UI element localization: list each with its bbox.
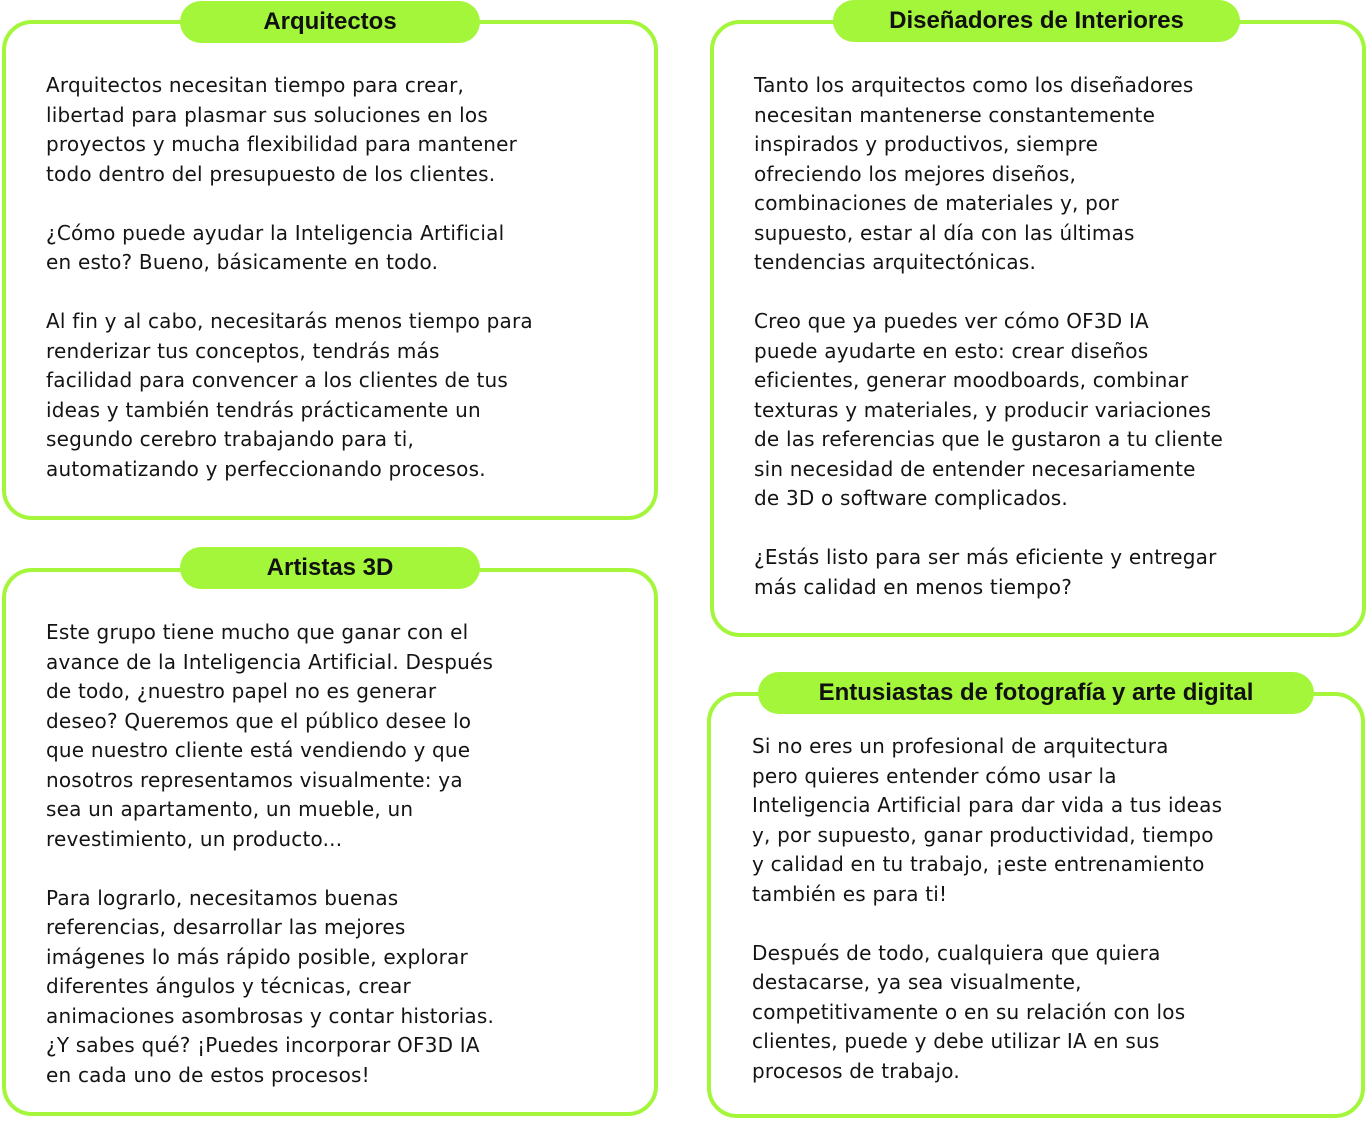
card-body-disenadores-interiores: Tanto los arquitectos como los diseñador…: [754, 71, 1354, 602]
card-title-disenadores-interiores: Diseñadores de Interiores: [833, 0, 1240, 42]
card-artistas-3d: [2, 568, 658, 1116]
paragraph: Para lograrlo, necesitamos buenas refere…: [46, 885, 495, 1087]
paragraph: Después de todo, cualquiera que quiera d…: [752, 940, 1186, 1083]
card-body-artistas-3d: Este grupo tiene mucho que ganar con el …: [46, 618, 646, 1090]
paragraph: Creo que ya puedes ver cómo OF3D IA pued…: [754, 309, 1224, 510]
paragraph: Si no eres un profesional de arquitectur…: [752, 734, 1223, 906]
paragraph: ¿Cómo puede ayudar la Inteligencia Artif…: [46, 220, 505, 275]
card-title-entusiastas-fotografia: Entusiastas de fotografía y arte digital: [758, 672, 1314, 714]
paragraph: Arquitectos necesitan tiempo para crear,…: [46, 73, 518, 186]
paragraph: Este grupo tiene mucho que ganar con el …: [46, 620, 494, 851]
card-title-artistas-3d: Artistas 3D: [180, 547, 480, 589]
card-body-arquitectos: Arquitectos necesitan tiempo para crear,…: [46, 71, 646, 484]
paragraph: Tanto los arquitectos como los diseñador…: [754, 73, 1194, 274]
card-title-arquitectos: Arquitectos: [180, 1, 480, 43]
card-body-entusiastas-fotografia: Si no eres un profesional de arquitectur…: [752, 732, 1352, 1086]
paragraph: Al fin y al cabo, necesitarás menos tiem…: [46, 309, 533, 481]
paragraph: ¿Estás listo para ser más eficiente y en…: [754, 545, 1217, 599]
card-entusiastas-fotografia: [707, 692, 1365, 1118]
card-arquitectos: [2, 20, 658, 520]
card-disenadores-interiores: [710, 20, 1366, 637]
